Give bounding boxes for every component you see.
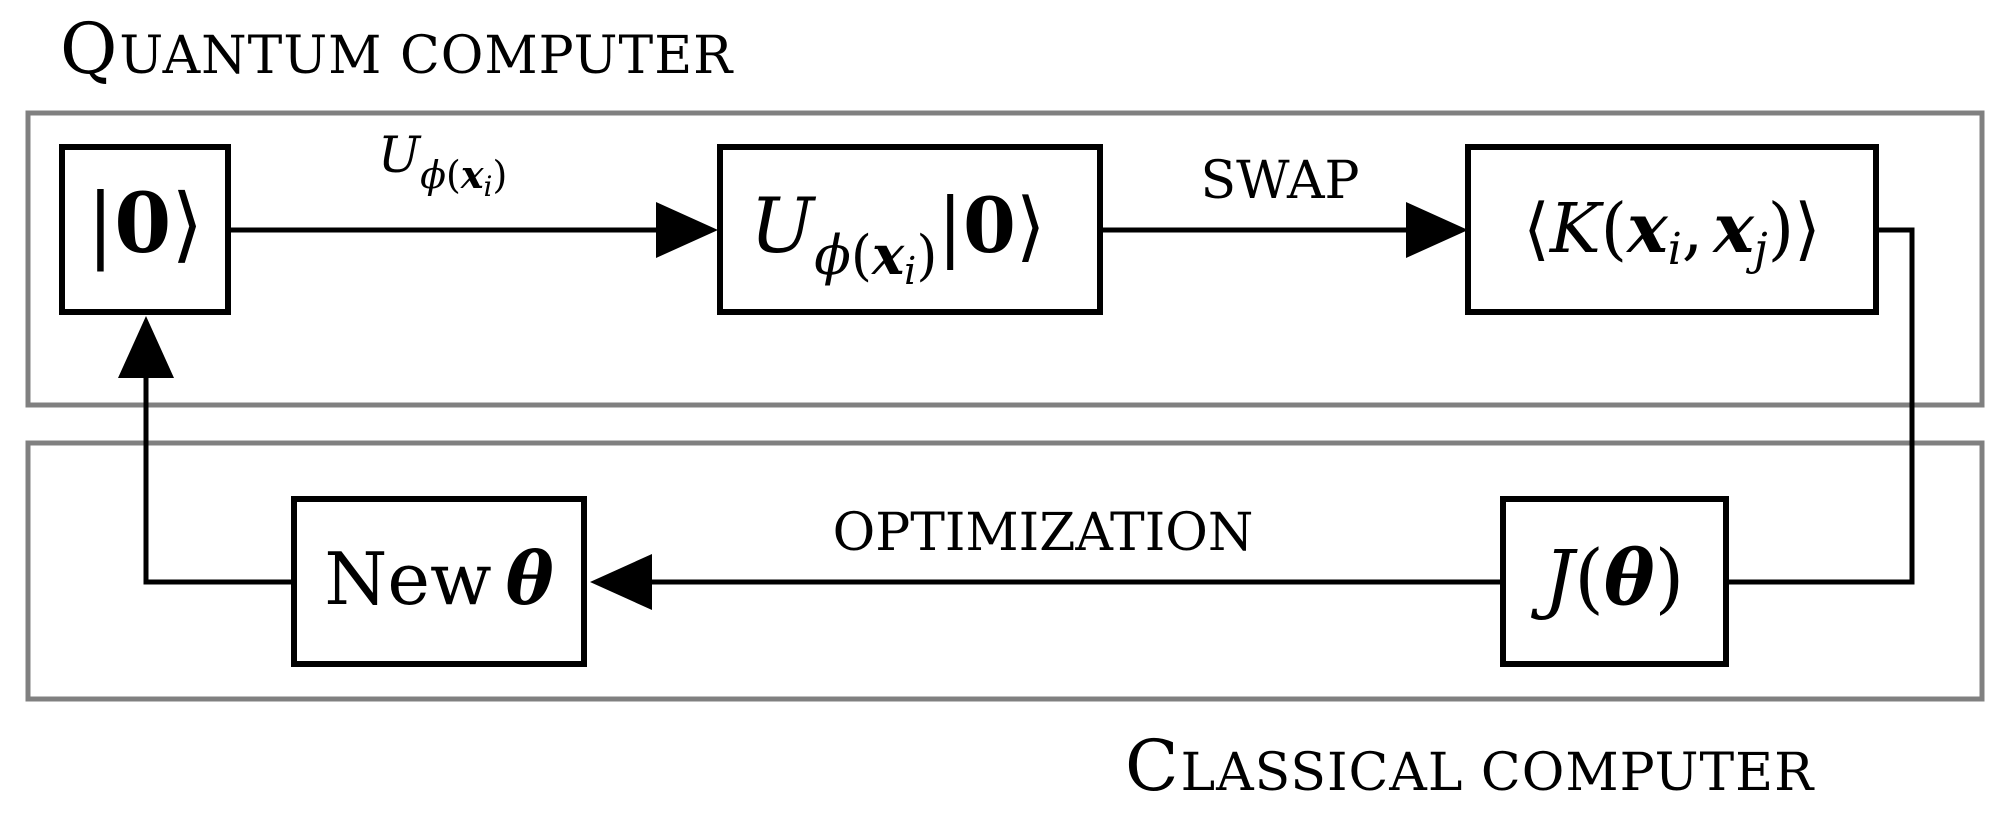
kernel-box: ⟨K(xi,xj)⟩: [1465, 144, 1879, 315]
connectors: [118, 202, 1915, 610]
quantum-panel: [25, 110, 1985, 408]
kernel-label: ⟨K(xi,xj)⟩: [1523, 189, 1820, 275]
classical-panel-title: Classical computer: [1125, 725, 1815, 807]
optimization-edge-label: OPTIMIZATION: [833, 503, 1254, 563]
cost-box: J(θ): [1500, 496, 1729, 667]
kernel-to-cost-line: [1726, 227, 1915, 585]
swap-edge-label: SWAP: [1200, 151, 1359, 211]
encoded-state-box: Uϕ(xi)|0⟩: [717, 144, 1103, 315]
classical-panel: [25, 440, 1985, 702]
cost-label: J(θ): [1531, 533, 1684, 622]
feedback-arrow-head: [118, 316, 174, 378]
encoded-state-label: Uϕ(xi)|0⟩: [750, 181, 1046, 293]
encode-edge-label: Uϕ(xi): [378, 126, 507, 203]
optimization-arrow-head: [590, 554, 652, 610]
feedback-line: [143, 378, 294, 585]
zero-ket-label: |0⟩: [87, 176, 204, 272]
zero-ket-box: |0⟩: [59, 144, 231, 315]
quantum-panel-title: Quantum computer: [60, 8, 734, 90]
encode-arrow-head: [656, 202, 718, 258]
swap-arrow-head: [1406, 202, 1468, 258]
